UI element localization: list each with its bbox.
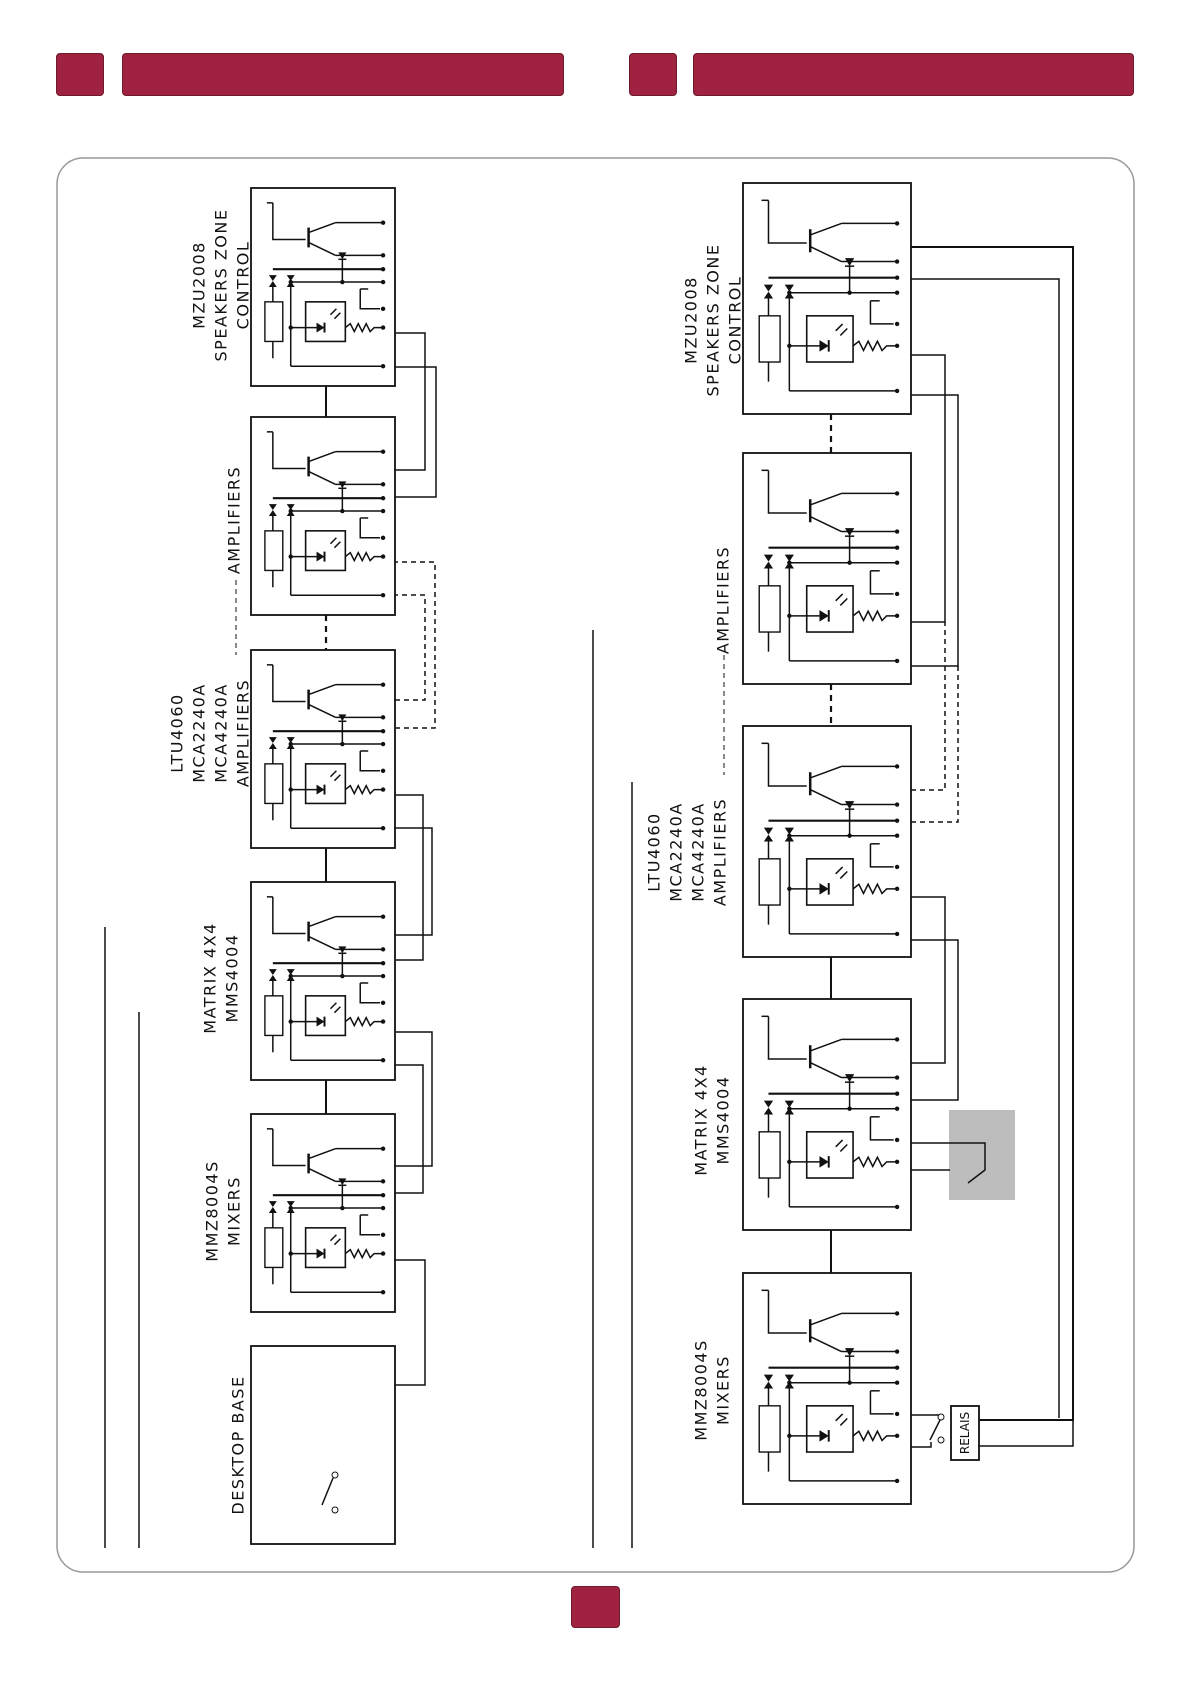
module-label-line: MCA4240A (212, 683, 231, 783)
left-module-4 (251, 417, 395, 615)
module-label-line: MCA2240A (190, 683, 209, 783)
desktop-base-box (251, 1346, 395, 1544)
module-label-line: MZU2008 (682, 276, 701, 364)
module-label-line: MIXERS (225, 1176, 244, 1246)
module-label-line: MATRIX 4X4 (201, 922, 220, 1033)
module-label-line: LTU4060 (645, 812, 664, 891)
right-module-2 (743, 726, 911, 957)
switch-contact (332, 1507, 338, 1513)
module-label-line: SPEAKERS ZONE (212, 209, 231, 362)
left-label-0: DESKTOP BASE (229, 1375, 248, 1514)
module-label-line: AMPLIFIERS (714, 546, 733, 654)
module-label-line: AMPLIFIERS (234, 679, 253, 787)
relay-label: RELAIS (958, 1412, 972, 1454)
module-label-line: MATRIX 4X4 (692, 1064, 711, 1175)
module-label-line: MZU2008 (190, 241, 209, 329)
module-label-line: MCA2240A (667, 802, 686, 902)
left-module-3 (251, 650, 395, 848)
module-label-line: AMPLIFIERS (711, 798, 730, 906)
switch-contact (332, 1472, 338, 1478)
module-label-line: MMS4004 (714, 1076, 733, 1165)
module-label-line: MCA4240A (689, 802, 708, 902)
page-number-tab (571, 1586, 620, 1628)
module-label-line: CONTROL (726, 276, 745, 365)
module-label-line: AMPLIFIERS (225, 466, 244, 574)
module-label-line: MIXERS (714, 1355, 733, 1425)
module-label-line: MMS4004 (223, 934, 242, 1023)
module-label-line: SPEAKERS ZONE (704, 244, 723, 397)
left-module-2 (251, 882, 395, 1080)
right-module-0 (743, 1273, 911, 1504)
right-module-1 (743, 999, 911, 1230)
diagram-frame (57, 158, 1134, 1572)
left-module-1 (251, 1114, 395, 1312)
module-label-line: LTU4060 (168, 693, 187, 772)
wiring-lines (395, 247, 1073, 1447)
module-label-line: MMZ8004S (692, 1339, 711, 1440)
right-module-3 (743, 453, 911, 684)
left-label-4: AMPLIFIERS (225, 466, 244, 574)
relay-contact (938, 1437, 944, 1443)
right-label-3: AMPLIFIERS (714, 546, 733, 654)
module-label-line: MMZ8004S (203, 1160, 222, 1261)
module-label-line: DESKTOP BASE (229, 1375, 248, 1514)
module-label-line: CONTROL (234, 241, 253, 330)
external-contact-area (949, 1110, 1015, 1200)
left-module-5 (251, 188, 395, 386)
right-module-4 (743, 183, 911, 414)
